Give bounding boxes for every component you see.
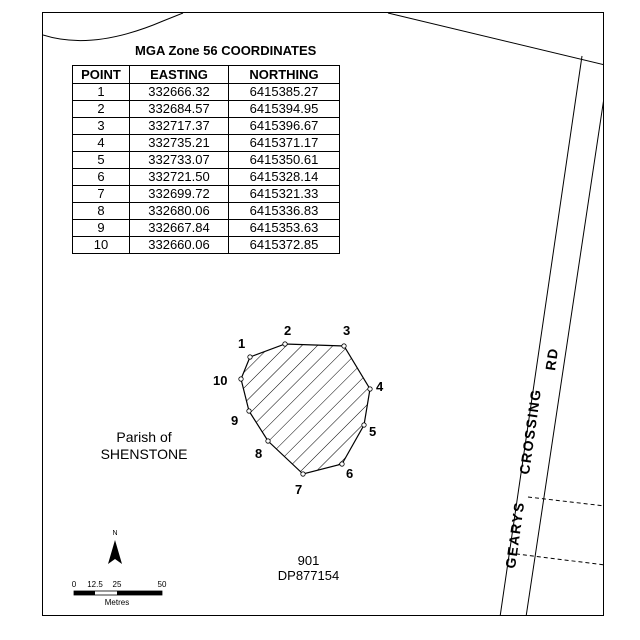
vertex-2 (282, 341, 288, 347)
cell-northing: 6415353.63 (228, 219, 340, 237)
cell-point: 9 (72, 219, 130, 237)
vertex-label-10: 10 (213, 373, 228, 388)
cell-point: 8 (72, 202, 130, 220)
cell-northing: 6415321.33 (228, 185, 340, 203)
table-header-row: POINT EASTING NORTHING (72, 65, 340, 84)
cell-easting: 332735.21 (129, 134, 229, 152)
north-arrow: N (108, 530, 122, 564)
cell-northing: 6415396.67 (228, 117, 340, 135)
lot-label: 901 DP877154 (271, 553, 346, 583)
vertex-3 (341, 343, 347, 349)
road-label-rd: RD (542, 346, 561, 371)
road-edge-right (525, 100, 603, 615)
cell-easting: 332733.07 (129, 151, 229, 169)
vertex-5 (361, 422, 367, 428)
scale-bar: 0 12.5 25 50 Metres (72, 580, 167, 607)
map-frame: GEARYS CROSSING RD N 0 12.5 25 50 Metres… (42, 12, 604, 616)
vertex-label-7: 7 (295, 482, 303, 497)
road-label-gearys: GEARYS (502, 500, 527, 569)
cell-point: 5 (72, 151, 130, 169)
cell-point: 7 (72, 185, 130, 203)
polygon-vertices (238, 341, 373, 477)
scale-tick-50: 50 (158, 580, 167, 589)
scale-unit: Metres (105, 598, 129, 607)
cell-point: 6 (72, 168, 130, 186)
header-northing: NORTHING (228, 65, 340, 84)
north-label: N (112, 530, 117, 537)
vertex-1 (247, 354, 253, 360)
cell-easting: 332699.72 (129, 185, 229, 203)
header-easting: EASTING (129, 65, 229, 84)
vertex-label-6: 6 (346, 466, 354, 481)
cell-easting: 332717.37 (129, 117, 229, 135)
cell-point: 2 (72, 100, 130, 118)
dashed-boundary-2 (508, 552, 603, 566)
header-point: POINT (72, 65, 130, 84)
lot-plan: DP877154 (277, 568, 340, 583)
vertex-label-3: 3 (343, 323, 351, 338)
parish-label: Parish of SHENSTONE (96, 429, 192, 463)
cell-point: 3 (72, 117, 130, 135)
cell-northing: 6415350.61 (228, 151, 340, 169)
cell-northing: 6415371.17 (228, 134, 340, 152)
vertex-label-5: 5 (369, 424, 377, 439)
cell-easting: 332667.84 (129, 219, 229, 237)
vertex-7 (300, 471, 306, 477)
vertex-label-1: 1 (238, 336, 246, 351)
scale-tick-25: 25 (113, 580, 122, 589)
parish-line-2: SHENSTONE (100, 446, 188, 462)
vertex-label-4: 4 (376, 379, 384, 394)
lot-number: 901 (297, 553, 320, 568)
vertex-9 (246, 408, 252, 414)
boundary-arc (43, 13, 184, 42)
cell-northing: 6415385.27 (228, 83, 340, 101)
vertex-label-9: 9 (231, 413, 239, 428)
scale-tick-12-5: 12.5 (87, 580, 103, 589)
cell-point: 10 (72, 236, 130, 254)
cell-northing: 6415328.14 (228, 168, 340, 186)
vertex-10 (238, 376, 244, 382)
cell-northing: 6415394.95 (228, 100, 340, 118)
dashed-boundary-1 (527, 496, 603, 507)
scale-tick-0: 0 (72, 580, 77, 589)
north-arrow-icon (108, 540, 122, 564)
road-edge-left (499, 55, 583, 615)
cell-easting: 332680.06 (129, 202, 229, 220)
cell-easting: 332721.50 (129, 168, 229, 186)
parish-line-1: Parish of (116, 429, 172, 445)
cell-northing: 6415336.83 (228, 202, 340, 220)
road-label-crossing: CROSSING (516, 387, 544, 475)
vertex-8 (265, 438, 271, 444)
vertex-label-2: 2 (284, 323, 292, 338)
vertex-4 (367, 386, 373, 392)
map-canvas: GEARYS CROSSING RD N 0 12.5 25 50 Metres (43, 13, 603, 615)
cell-northing: 6415372.85 (228, 236, 340, 254)
vertex-6 (339, 461, 345, 467)
vertex-label-8: 8 (255, 446, 263, 461)
boundary-line-top (387, 13, 603, 66)
cell-easting: 332660.06 (129, 236, 229, 254)
cell-point: 4 (72, 134, 130, 152)
cell-easting: 332666.32 (129, 83, 229, 101)
cell-easting: 332684.57 (129, 100, 229, 118)
coordinates-title: MGA Zone 56 COORDINATES (135, 43, 317, 58)
cell-point: 1 (72, 83, 130, 101)
